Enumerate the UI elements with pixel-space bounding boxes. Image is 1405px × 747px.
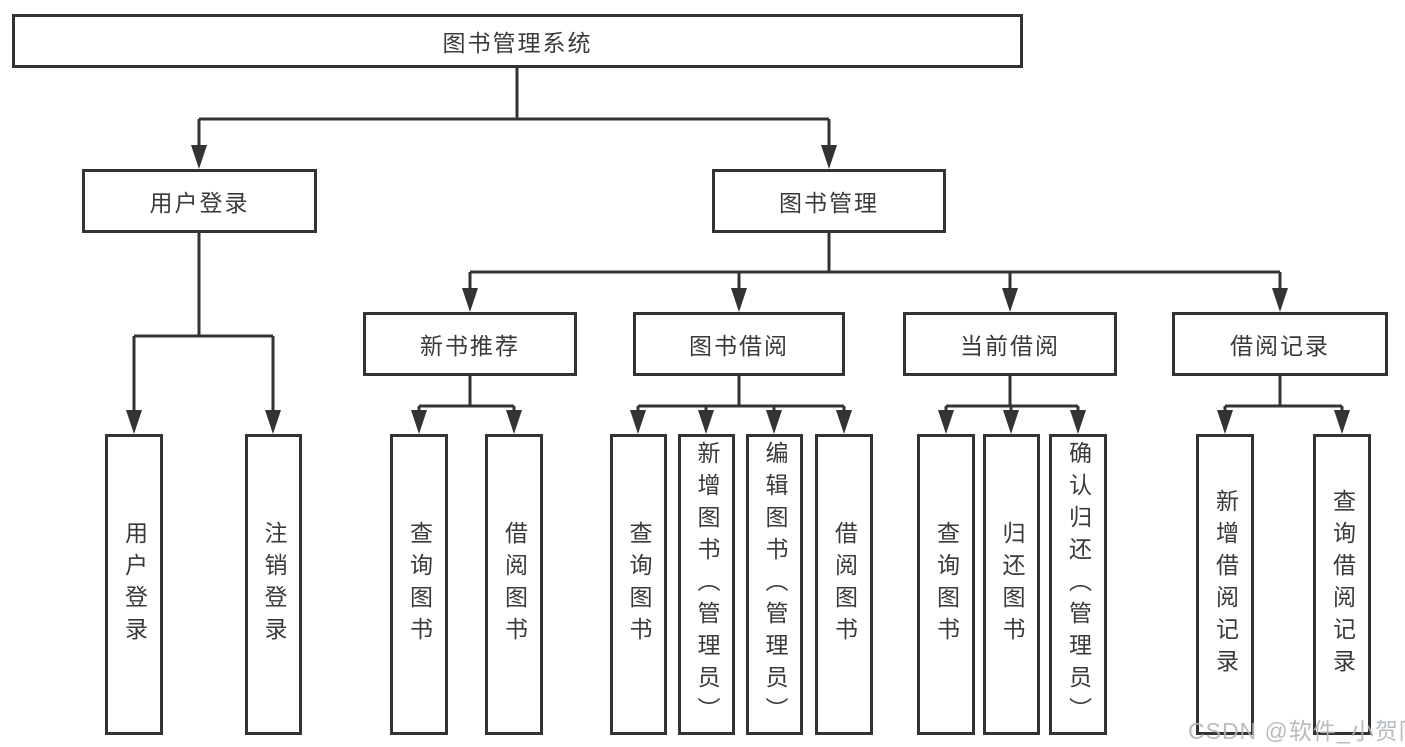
node-borrow-records: 借阅记录	[1172, 312, 1388, 376]
node-root: 图书管理系统	[12, 14, 1023, 68]
leaf-borrow-borrow-book-label: 借阅图书	[831, 520, 858, 649]
leaf-recommend-borrow-book-label: 借阅图书	[501, 520, 528, 649]
leaf-records-query-record-label: 查询借阅记录	[1329, 488, 1356, 681]
leaf-borrow-query-book: 查询图书	[610, 434, 667, 735]
leaf-current-confirm-return: 确认归还（管理员）	[1049, 434, 1107, 735]
leaf-recommend-query-book-label: 查询图书	[406, 520, 433, 649]
leaf-borrow-add-book-label: 新增图书（管理员）	[694, 440, 720, 729]
leaf-current-query-book-label: 查询图书	[933, 520, 960, 649]
leaf-records-add-record-label: 新增借阅记录	[1212, 488, 1239, 681]
node-current-borrow: 当前借阅	[903, 312, 1117, 376]
leaf-logout-label: 注销登录	[261, 520, 287, 649]
node-book-manage: 图书管理	[712, 169, 946, 233]
leaf-current-query-book: 查询图书	[917, 434, 975, 735]
leaf-logout: 注销登录	[245, 434, 302, 735]
leaf-records-query-record: 查询借阅记录	[1313, 434, 1371, 735]
leaf-user-login-label: 用户登录	[121, 520, 148, 649]
leaf-current-return-book: 归还图书	[983, 434, 1040, 735]
leaf-current-return-book-label: 归还图书	[999, 520, 1025, 649]
leaf-records-add-record: 新增借阅记录	[1196, 434, 1254, 735]
leaf-borrow-borrow-book: 借阅图书	[815, 434, 873, 735]
leaf-current-confirm-return-label: 确认归还（管理员）	[1065, 440, 1092, 729]
watermark: CSDN @软件_小贺同学	[1188, 718, 1405, 744]
leaf-borrow-query-book-label: 查询图书	[626, 520, 652, 649]
node-book-borrow: 图书借阅	[633, 312, 845, 376]
leaf-recommend-borrow-book: 借阅图书	[485, 434, 543, 735]
leaf-user-login: 用户登录	[105, 434, 163, 735]
node-new-book-recommend: 新书推荐	[363, 312, 577, 376]
node-user-login: 用户登录	[82, 169, 317, 233]
leaf-borrow-edit-book-label: 编辑图书（管理员）	[762, 440, 788, 729]
leaf-borrow-edit-book: 编辑图书（管理员）	[746, 434, 803, 735]
leaf-borrow-add-book: 新增图书（管理员）	[678, 434, 735, 735]
leaf-recommend-query-book: 查询图书	[390, 434, 448, 735]
